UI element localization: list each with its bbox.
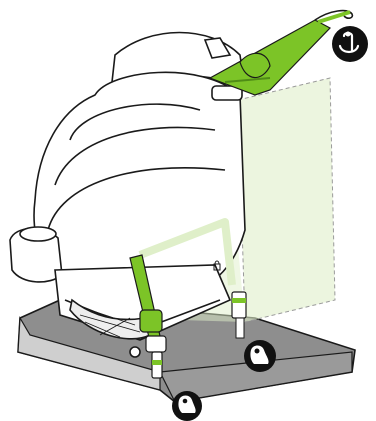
- lower-anchor-icon-bottom: [172, 391, 202, 421]
- top-tether-anchor-icon: [332, 26, 368, 62]
- lower-anchor-icon-right: [244, 340, 276, 372]
